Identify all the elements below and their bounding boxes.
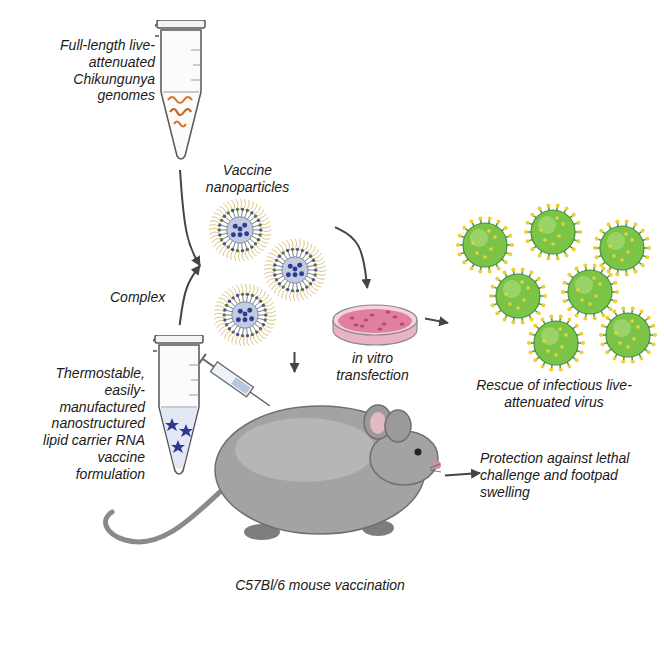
tube-body: [151, 335, 203, 474]
nanoparticles: [209, 199, 326, 346]
flow-arrow: [180, 266, 200, 325]
rna-strand: [174, 122, 186, 127]
figure-node: in vitro transfection: [320, 288, 425, 390]
figure-node: Rescue of infectious live-attenuated vir…: [448, 212, 660, 414]
cell: [386, 310, 391, 313]
plunger-head: [199, 354, 206, 364]
flow-arrow: [335, 227, 367, 288]
nanoparticle: [264, 239, 326, 301]
needle: [250, 392, 270, 406]
liquid: [160, 408, 198, 469]
caption-text: Protection against lethal challenge and …: [480, 450, 635, 500]
caption-text: Full-length live-attenuated Chikungunya …: [45, 37, 155, 104]
dish-rim: [333, 305, 417, 335]
flow-arrow: [180, 170, 200, 266]
figure-node: Protection against lethal challenge and …: [480, 445, 650, 525]
plunger: [202, 359, 213, 367]
nanoparticle: [214, 284, 276, 346]
cell: [400, 322, 405, 325]
virus: [561, 263, 619, 320]
nanoparticle: [209, 199, 271, 261]
mouse-whiskers: [430, 464, 441, 472]
virus: [599, 306, 657, 363]
tube-body: [153, 20, 205, 159]
flow-arrow: [294, 352, 296, 372]
mouse-ear-inner: [370, 412, 386, 434]
petri-dish: [333, 305, 417, 345]
flow-arrow: [425, 319, 448, 323]
step-label: Complex: [110, 289, 165, 306]
caption-text: in vitro transfection: [320, 350, 425, 384]
mouse-eye: [415, 449, 422, 456]
cell: [364, 318, 369, 321]
star: [179, 424, 193, 437]
cell: [354, 323, 359, 326]
figure-node: Full-length live-attenuated Chikungunya …: [10, 15, 210, 170]
virus: [456, 216, 514, 273]
cell: [350, 316, 355, 319]
virus-group: [456, 203, 657, 371]
figure-node: C57Bl/6 mouse vaccination: [200, 372, 445, 602]
mouse-ear: [385, 410, 411, 442]
cell: [378, 327, 383, 330]
mouse-shading: [235, 418, 375, 482]
figure-node: Thermostable, easily-manufactured nanost…: [8, 325, 210, 497]
caption-text: Rescue of infectious live-attenuated vir…: [448, 377, 660, 411]
syringe: [199, 354, 273, 411]
cell: [382, 322, 387, 325]
rna-strand: [168, 97, 192, 103]
dish-cells: [338, 309, 412, 333]
flow-arrow: [445, 473, 480, 476]
barrel-liquid: [231, 377, 250, 394]
virus: [489, 267, 547, 324]
caption-text: C57Bl/6 mouse vaccination: [220, 577, 420, 594]
mouse: [106, 405, 441, 542]
nlc-tube: [151, 335, 203, 474]
caption-text: Thermostable, easily-manufactured nanost…: [27, 365, 145, 483]
virus: [524, 203, 582, 260]
mouse-tail: [106, 490, 222, 542]
caption-text: Vaccine nanoparticles: [200, 162, 295, 196]
cell: [360, 324, 365, 327]
rna-strand: [170, 109, 191, 115]
barrel: [211, 362, 254, 397]
nlc-stars: [165, 418, 193, 453]
cell: [370, 313, 375, 316]
cell: [393, 315, 398, 318]
figure-node: Vaccine nanoparticles: [200, 160, 335, 352]
rna-tube: [153, 20, 205, 159]
cell-spots: [350, 310, 405, 330]
star: [165, 418, 179, 431]
virus: [527, 314, 585, 371]
star: [171, 440, 185, 453]
